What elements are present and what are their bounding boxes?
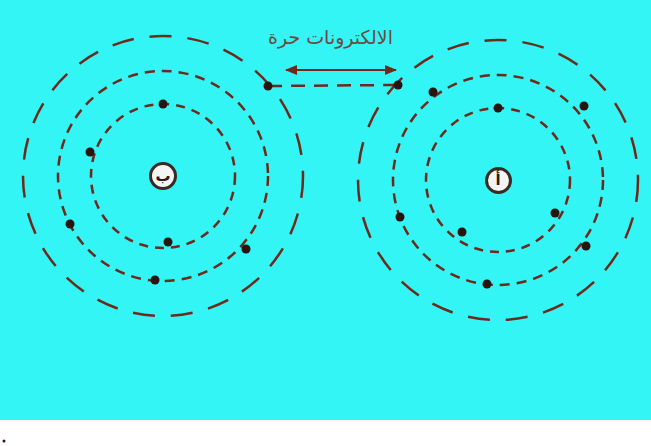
outer-orbit [23, 36, 303, 316]
atom-nucleus: أ [485, 167, 512, 194]
outer-orbit [358, 40, 638, 320]
double-arrow [286, 69, 396, 71]
inner-orbit [91, 104, 235, 248]
background [0, 0, 651, 420]
electron-path [268, 85, 398, 86]
nucleus-letter: ب [155, 169, 170, 184]
atom-nucleus: ب [149, 162, 177, 190]
nucleus-letter: أ [495, 173, 500, 188]
title-label: الالكترونات حرة [268, 26, 393, 48]
middle-orbit [58, 71, 268, 281]
inner-orbit [426, 108, 570, 252]
middle-orbit [393, 75, 603, 285]
electrons [3, 81, 591, 443]
